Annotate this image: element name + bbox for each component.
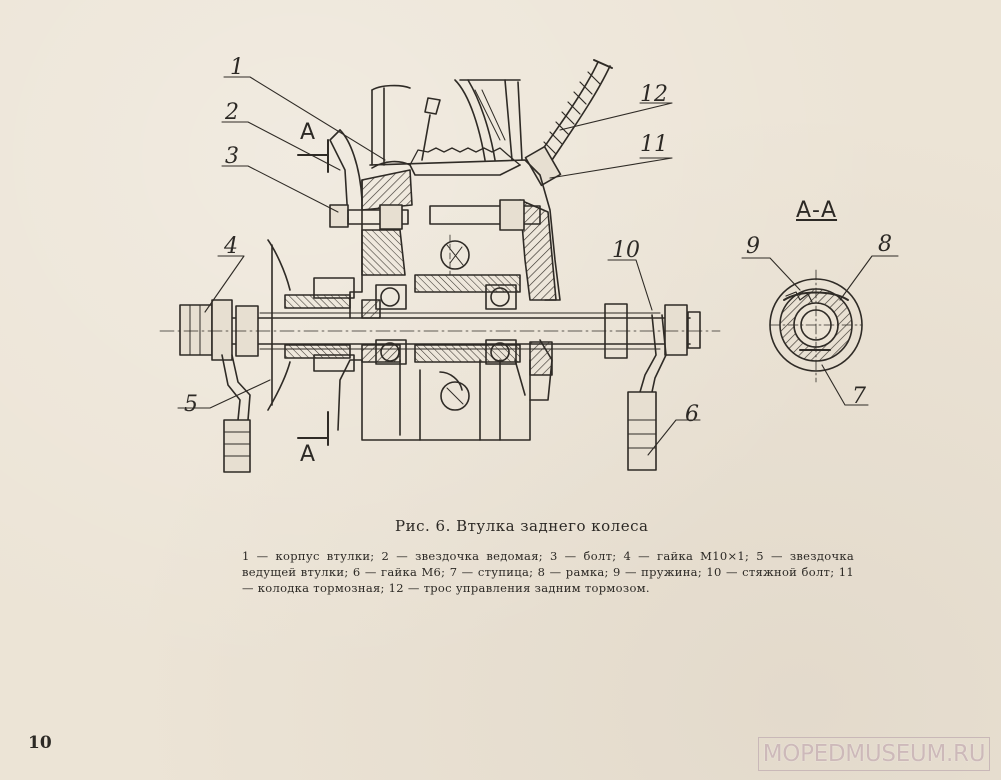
section-view-title: А-А	[796, 198, 838, 223]
right-brake-arm	[627, 314, 667, 471]
watermark: MOPEDMUSEUM.RU	[758, 737, 990, 771]
callout-1: 1	[230, 55, 244, 80]
figure-legend: 1 — корпус втулки; 2 — звездочка ведомая…	[242, 549, 854, 595]
callout-2: 2	[225, 100, 239, 125]
callout-7: 7	[852, 384, 866, 409]
bearings	[375, 284, 517, 365]
callout-4: 4	[224, 234, 238, 259]
left-brake-arm	[221, 354, 251, 473]
axle	[179, 299, 701, 361]
section-mark-upper: A	[300, 120, 317, 145]
leader-lines	[177, 76, 899, 456]
brake-cable	[524, 59, 613, 187]
page-number: 10	[28, 733, 52, 753]
figure-title: Рис. 6. Втулка заднего колеса	[395, 517, 649, 535]
sprocket-left	[267, 239, 355, 411]
callout-5: 5	[184, 392, 198, 417]
callout-12: 12	[640, 82, 668, 107]
callout-9: 9	[746, 234, 760, 259]
callout-11: 11	[640, 132, 668, 157]
section-mark-lower: A	[300, 442, 317, 467]
callout-3: 3	[225, 144, 239, 169]
callout-8: 8	[878, 232, 892, 257]
callout-6: 6	[685, 402, 699, 427]
section-view-aa	[769, 269, 863, 383]
brake-bolt	[329, 199, 541, 411]
callout-10: 10	[612, 238, 640, 263]
section-cut-marks	[297, 139, 329, 446]
hub-body	[329, 129, 561, 441]
wheel-upper	[371, 79, 523, 166]
